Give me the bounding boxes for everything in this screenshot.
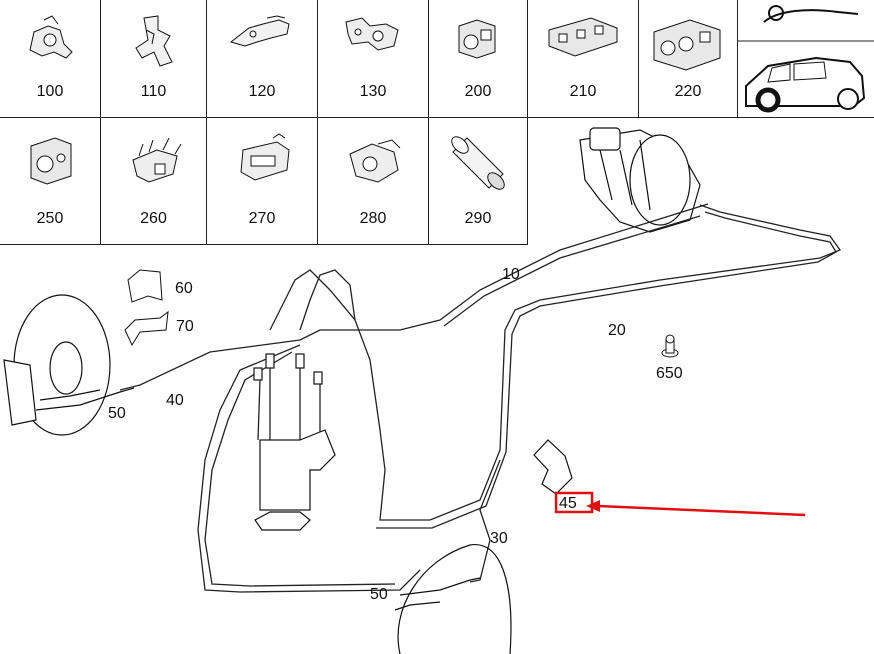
holder-part-icon [229,15,290,47]
thumbnail-280[interactable]: 280 [318,118,429,245]
callout-45: 45 [559,495,577,512]
part-number: 100 [36,83,64,100]
part-70-bracket[interactable] [124,310,169,347]
part-number: 280 [359,210,387,227]
grommet-part-icon [458,19,496,59]
callout-50-front: 50 [108,405,126,422]
part-45-shield[interactable] [533,439,573,495]
part-number: 290 [464,210,492,227]
thumbnail-260[interactable]: 260 [101,118,207,245]
part-number: 130 [359,83,387,100]
thumbnail-100[interactable]: 100 [0,0,101,118]
clip-part-icon [345,17,399,51]
callout-20: 20 [608,322,626,339]
brake-lines [119,203,842,593]
thumbnail-130[interactable]: 130 [318,0,429,118]
part-number: 110 [140,83,167,100]
front-brake-disc[interactable] [3,294,135,436]
highlight-arrow-line [597,504,806,517]
thumbnail-220[interactable]: 220 [639,0,738,118]
part-number: 220 [674,83,702,100]
part-number: 200 [464,83,492,100]
callout-50-rear: 50 [370,586,388,603]
callout-30: 30 [490,530,508,547]
thumbnail-250[interactable]: 250 [0,118,101,245]
clamp-part-icon [29,15,73,59]
thumbnail-210[interactable]: 210 [528,0,639,118]
thumbnail-290[interactable]: 290 [429,118,528,245]
thumbnail-110[interactable]: 110 [101,0,207,118]
thumbnail-270[interactable]: 270 [207,118,318,245]
thumbnail-120[interactable]: 120 [207,0,318,118]
mount-part-icon [240,133,290,181]
bracket-part-icon [134,15,173,67]
callout-60: 60 [175,280,193,297]
highlight-box [554,491,594,514]
thumbnail-200[interactable]: 200 [429,0,528,118]
callout-10: 10 [502,266,520,283]
part-number: 270 [248,210,276,227]
thumbnail-vehicle[interactable] [738,0,874,118]
multi-clip-part-icon [548,17,618,57]
rear-brake-disc[interactable] [394,544,512,654]
part-number: 120 [248,83,276,100]
hydraulic-unit[interactable] [253,353,336,531]
part-number: 260 [140,210,167,227]
highlight-arrow-head [586,500,600,512]
retainer-part-icon [349,139,401,183]
brake-booster[interactable] [579,127,701,233]
vehicle-icon [738,5,874,113]
callout-650: 650 [656,365,683,382]
part-number: 210 [569,83,597,100]
part-number: 250 [36,210,64,227]
callout-70: 70 [176,318,194,335]
part-650-bolt[interactable] [661,334,679,358]
line-clip-part-icon [30,137,72,185]
wiring-bracket-part-icon [131,137,181,183]
part-60-clip[interactable] [127,269,163,303]
callout-40: 40 [166,392,184,409]
double-grommet-part-icon [653,19,721,71]
sleeve-part-icon [451,136,505,190]
